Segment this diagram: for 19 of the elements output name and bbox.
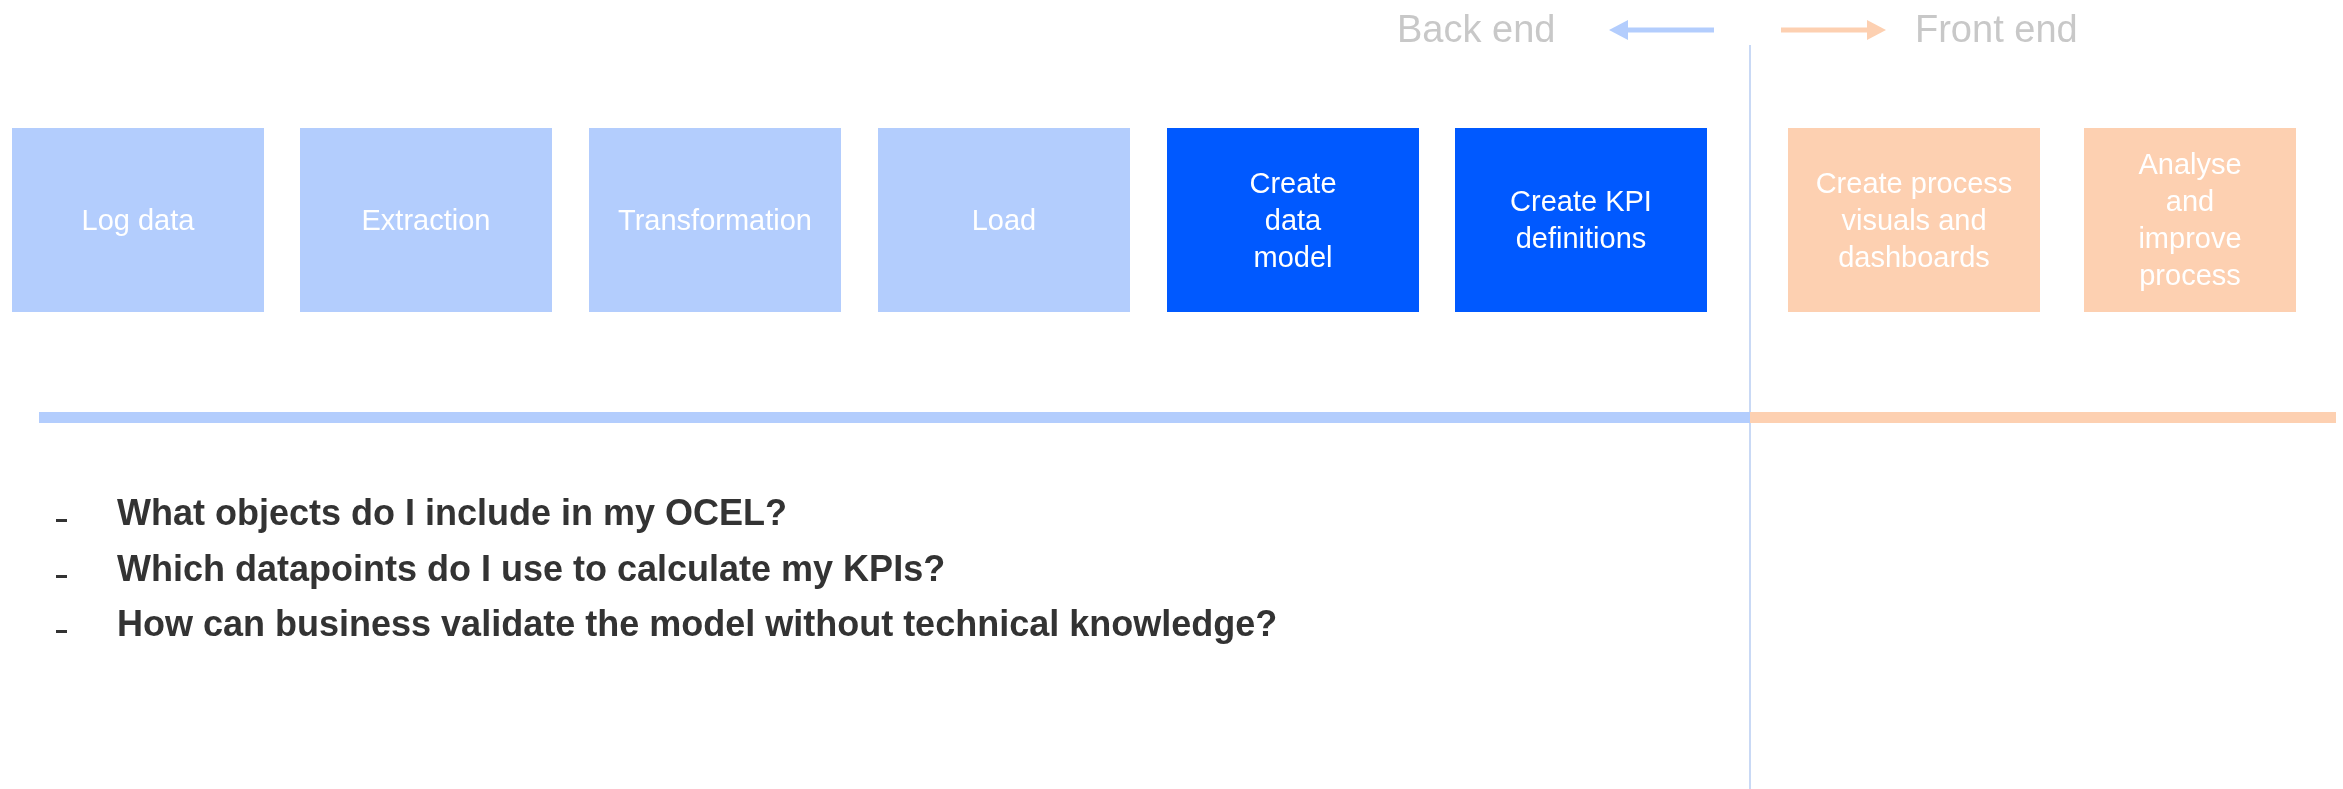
box-text: Load xyxy=(971,202,1037,238)
box-text: Log data xyxy=(81,202,195,238)
question-text: What objects do I include in my OCEL? xyxy=(117,492,788,534)
box-text: Create data model xyxy=(1248,165,1338,275)
box-text: Create process visuals and dashboards xyxy=(1814,165,2014,275)
box-text: Extraction xyxy=(361,202,491,238)
box-text: Create KPI definitions xyxy=(1509,184,1653,256)
process-box xyxy=(878,128,1130,312)
process-box xyxy=(2084,128,2296,312)
process-box xyxy=(12,128,264,312)
box-text: Analyse and improve process xyxy=(2137,147,2243,293)
question-text: How can business validate the model without technical knowledge? xyxy=(117,603,1278,645)
process-box xyxy=(1455,128,1707,312)
process-box xyxy=(300,128,552,312)
process-box xyxy=(1788,128,2040,312)
process-box xyxy=(589,128,841,312)
question-text: Which datapoints do I use to calculate my KPIs? xyxy=(117,548,946,590)
box-text: Transformation xyxy=(618,202,812,238)
process-box xyxy=(1167,128,1419,312)
